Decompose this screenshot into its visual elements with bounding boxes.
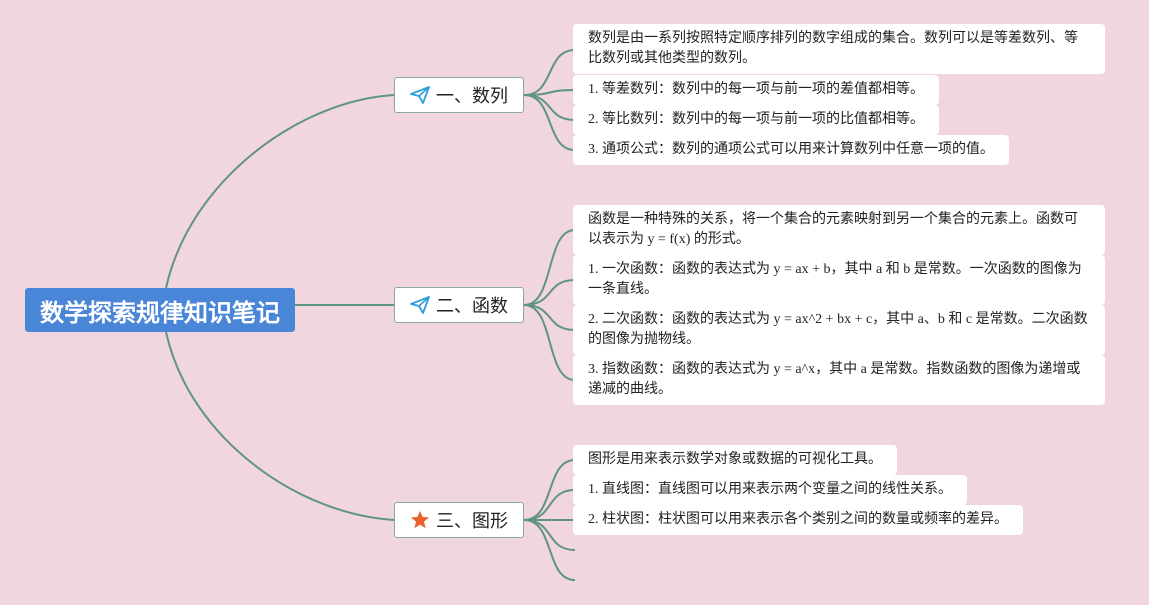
leaf-geometric-sequence[interactable]: 2. 等比数列：数列中的每一项与前一项的比值都相等。	[573, 105, 939, 135]
leaf-text: 2. 二次函数：函数的表达式为 y = ax^2 + bx + c，其中 a、b…	[588, 312, 1088, 347]
leaf-text: 3. 通项公式：数列的通项公式可以用来计算数列中任意一项的值。	[588, 142, 994, 157]
leaf-text: 3. 指数函数：函数的表达式为 y = a^x，其中 a 是常数。指数函数的图像…	[588, 362, 1081, 397]
leaf-line-chart[interactable]: 1. 直线图：直线图可以用来表示两个变量之间的线性关系。	[573, 475, 967, 505]
leaf-text: 1. 等差数列：数列中的每一项与前一项的差值都相等。	[588, 82, 924, 97]
leaf-function-definition[interactable]: 函数是一种特殊的关系，将一个集合的元素映射到另一个集合的元素上。函数可以表示为 …	[573, 205, 1105, 255]
leaf-bar-chart[interactable]: 2. 柱状图：柱状图可以用来表示各个类别之间的数量或频率的差异。	[573, 505, 1023, 535]
branch-title: 二、函数	[436, 296, 508, 317]
leaf-linear-function[interactable]: 1. 一次函数：函数的表达式为 y = ax + b，其中 a 和 b 是常数。…	[573, 255, 1105, 305]
branch-node-graphics[interactable]: 三、图形	[394, 502, 524, 538]
leaf-text: 函数是一种特殊的关系，将一个集合的元素映射到另一个集合的元素上。函数可以表示为 …	[588, 212, 1078, 247]
leaf-quadratic-function[interactable]: 2. 二次函数：函数的表达式为 y = ax^2 + bx + c，其中 a、b…	[573, 305, 1105, 355]
connector-root-branch-1	[165, 94, 396, 289]
leaf-text: 数列是由一系列按照特定顺序排列的数字组成的集合。数列可以是等差数列、等比数列或其…	[588, 31, 1078, 66]
branch-title: 三、图形	[436, 511, 508, 532]
root-node[interactable]: 数学探索规律知识笔记	[25, 288, 295, 332]
leaf-arithmetic-sequence[interactable]: 1. 等差数列：数列中的每一项与前一项的差值都相等。	[573, 75, 939, 105]
leaf-graphics-definition[interactable]: 图形是用来表示数学对象或数据的可视化工具。	[573, 445, 897, 475]
connector-root-branch-3	[165, 331, 396, 521]
star-icon	[410, 510, 430, 530]
leaf-text: 1. 直线图：直线图可以用来表示两个变量之间的线性关系。	[588, 482, 952, 497]
paper-plane-icon	[410, 295, 430, 315]
leaf-text: 2. 柱状图：柱状图可以用来表示各个类别之间的数量或频率的差异。	[588, 512, 1008, 527]
leaf-text: 图形是用来表示数学对象或数据的可视化工具。	[588, 452, 882, 467]
root-title: 数学探索规律知识笔记	[40, 298, 280, 327]
leaf-exponential-function[interactable]: 3. 指数函数：函数的表达式为 y = a^x，其中 a 是常数。指数函数的图像…	[573, 355, 1105, 405]
branch-title: 一、数列	[436, 86, 508, 107]
leaf-text: 1. 一次函数：函数的表达式为 y = ax + b，其中 a 和 b 是常数。…	[588, 262, 1082, 297]
branch-node-sequence[interactable]: 一、数列	[394, 77, 524, 113]
leaf-general-formula[interactable]: 3. 通项公式：数列的通项公式可以用来计算数列中任意一项的值。	[573, 135, 1009, 165]
branch-node-function[interactable]: 二、函数	[394, 287, 524, 323]
leaf-text: 2. 等比数列：数列中的每一项与前一项的比值都相等。	[588, 112, 924, 127]
leaf-sequence-definition[interactable]: 数列是由一系列按照特定顺序排列的数字组成的集合。数列可以是等差数列、等比数列或其…	[573, 24, 1105, 74]
paper-plane-icon	[410, 85, 430, 105]
